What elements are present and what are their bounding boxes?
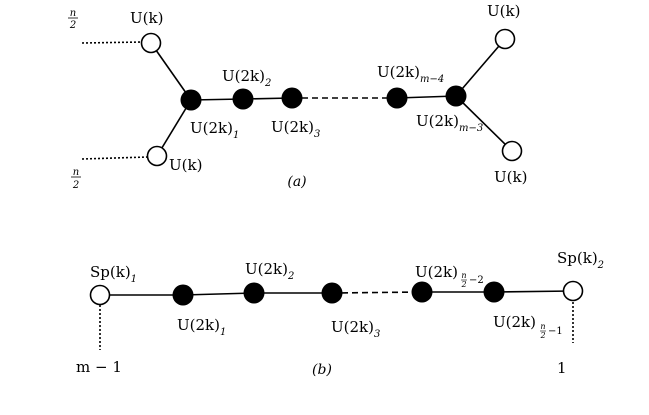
edge-a-m3-br: [455, 95, 513, 152]
fraction-top-left: n 2: [68, 8, 78, 31]
label-u2k-m4: U(2k)m−4: [377, 63, 444, 85]
label-b-u2k-2: U(2k)2: [245, 260, 294, 282]
label-b-u2k-n2-minus-1: U(2k) n 2 −1: [493, 313, 563, 340]
fraction-numerator: n: [70, 8, 76, 19]
label-u-k-bottom-left: U(k): [169, 156, 202, 174]
label-u2k-m3: U(2k)m−3: [416, 112, 483, 134]
fraction-numerator: n: [73, 167, 79, 178]
label-u-k-bottom-right: U(k): [494, 168, 527, 186]
filled-node-b-2: [243, 282, 265, 304]
edge-a-bl-n1: [156, 99, 192, 157]
fraction-denominator: 2: [69, 20, 76, 31]
filled-node-a-3: [281, 87, 303, 109]
filled-node-a-2: [232, 88, 254, 110]
fraction-denominator: 2: [72, 180, 79, 191]
label-u-k-top-right: U(k): [487, 2, 520, 20]
label-b-u2k-1: U(2k)1: [177, 316, 226, 338]
label-b-u2k-3: U(2k)3: [331, 318, 380, 340]
diagram-b: Sp(k)1 Sp(k)2 U(2k)1 U(2k)2 U(2k)3 U(2k)…: [76, 249, 604, 378]
svg-text:2: 2: [460, 280, 466, 289]
svg-text:n: n: [461, 271, 466, 280]
label-sp-k-2: Sp(k)2: [557, 249, 604, 271]
svg-text:−1: −1: [548, 326, 563, 337]
dashed-edge-b: [331, 291, 423, 294]
edge-b-n1-n2: [182, 292, 255, 296]
open-node-bottom-left: [146, 145, 168, 167]
filled-node-b-n2m1: [483, 281, 505, 303]
filled-node-b-3: [321, 282, 343, 304]
open-node-top-left: [140, 32, 162, 54]
fraction-bottom-left: n 2: [71, 167, 81, 191]
dotted-leg-bottom-left: [81, 156, 149, 160]
label-u-k-top-left: U(k): [130, 9, 163, 27]
filled-node-b-1: [172, 284, 194, 306]
filled-node-a-1: [180, 89, 202, 111]
open-node-bottom-right: [501, 140, 523, 162]
svg-text:U(2k): U(2k): [415, 263, 458, 281]
edge-b-nm1-sp2: [493, 290, 574, 293]
dotted-leg-top-left: [81, 41, 144, 44]
label-one: 1: [557, 359, 567, 377]
edge-a-m3-tr: [455, 38, 506, 97]
filled-node-a-m3: [445, 85, 467, 107]
open-node-sp-1: [89, 284, 111, 306]
label-sp-k-1: Sp(k)1: [90, 263, 137, 285]
filled-node-a-m4: [386, 87, 408, 109]
caption-b: (b): [312, 362, 332, 378]
caption-a: (a): [287, 174, 306, 190]
open-node-top-right: [494, 28, 516, 50]
label-u2k-3: U(2k)3: [271, 118, 320, 140]
svg-text:U(2k): U(2k): [493, 313, 536, 331]
open-node-sp-2: [562, 280, 584, 302]
label-b-u2k-n2-minus-2: U(2k) n 2 −2: [415, 263, 484, 289]
diagram-a: n 2 n 2 U(k) U(k) U(k) U(k) U(2k)1 U(2k)…: [68, 2, 527, 191]
edge-a-tl-n1: [150, 42, 192, 101]
svg-text:2: 2: [539, 331, 545, 340]
label-u2k-1: U(2k)1: [190, 119, 239, 141]
label-u2k-2: U(2k)2: [222, 67, 271, 89]
svg-text:n: n: [540, 322, 545, 331]
label-m-minus-1: m − 1: [76, 358, 122, 376]
svg-text:−2: −2: [469, 275, 484, 286]
filled-node-b-n2m2: [411, 281, 433, 303]
